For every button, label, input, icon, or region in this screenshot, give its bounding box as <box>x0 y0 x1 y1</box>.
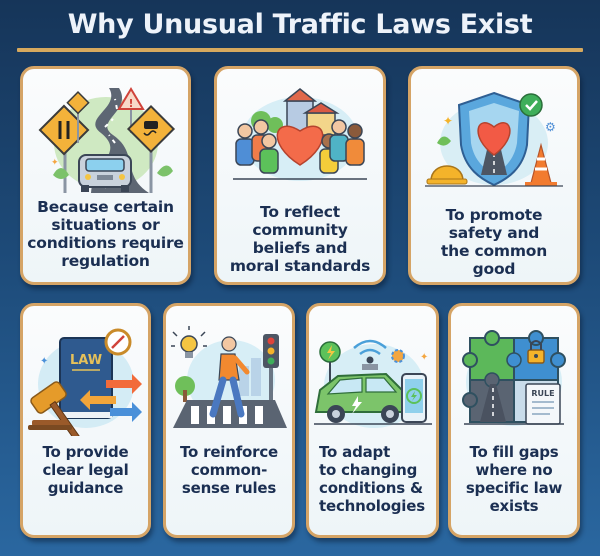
card-common-sense-rules: To reinforce common- sense rules <box>163 303 295 538</box>
card-safety-common-good: ✦ ⚙ To promote safety and the common goo… <box>408 66 580 285</box>
svg-text:RULE: RULE <box>531 389 554 398</box>
svg-text:✦: ✦ <box>40 356 48 367</box>
svg-text:✦: ✦ <box>51 158 59 168</box>
card-label: To promote safety and the common good <box>440 206 548 278</box>
card-situations-require-regulation: ! ✦ Because certain situations or condit… <box>20 66 191 285</box>
electric-smart-car-icon: ✦ <box>309 334 436 434</box>
card-fill-gaps: RULE To fill gaps where no specific law … <box>448 303 580 538</box>
card-label: To fill gaps where no specific law exist… <box>465 443 563 515</box>
card-label: To adapt to changing conditions & techno… <box>319 443 425 515</box>
card-adapt-technologies: ✦ To adapt to changing conditions & tech… <box>306 303 439 538</box>
puzzle-rule-book-icon: RULE <box>451 324 577 432</box>
svg-text:⚙: ⚙ <box>545 120 556 134</box>
svg-text:✦: ✦ <box>420 352 428 363</box>
svg-text:!: ! <box>128 97 133 110</box>
law-book-gavel-icon: LAW ✦ <box>23 324 148 436</box>
title-divider <box>17 48 583 52</box>
svg-text:✦: ✦ <box>443 114 453 128</box>
card-label: Because certain situations or conditions… <box>27 198 184 270</box>
winding-road-signs-car-icon: ! ✦ <box>23 83 188 195</box>
pedestrian-crosswalk-icon <box>166 324 292 432</box>
safety-shield-heart-icon: ✦ ⚙ <box>411 83 577 191</box>
card-clear-legal-guidance: LAW ✦ To provide clear legal guidance <box>20 303 151 538</box>
card-community-beliefs: To reflect community beliefs and moral s… <box>214 66 386 285</box>
card-label: To reflect community beliefs and moral s… <box>229 203 371 275</box>
community-heart-people-icon <box>217 83 383 187</box>
card-label: To provide clear legal guidance <box>42 443 129 497</box>
svg-text:LAW: LAW <box>69 353 101 368</box>
card-label: To reinforce common- sense rules <box>179 443 279 497</box>
page-title: Why Unusual Traffic Laws Exist <box>67 9 533 40</box>
